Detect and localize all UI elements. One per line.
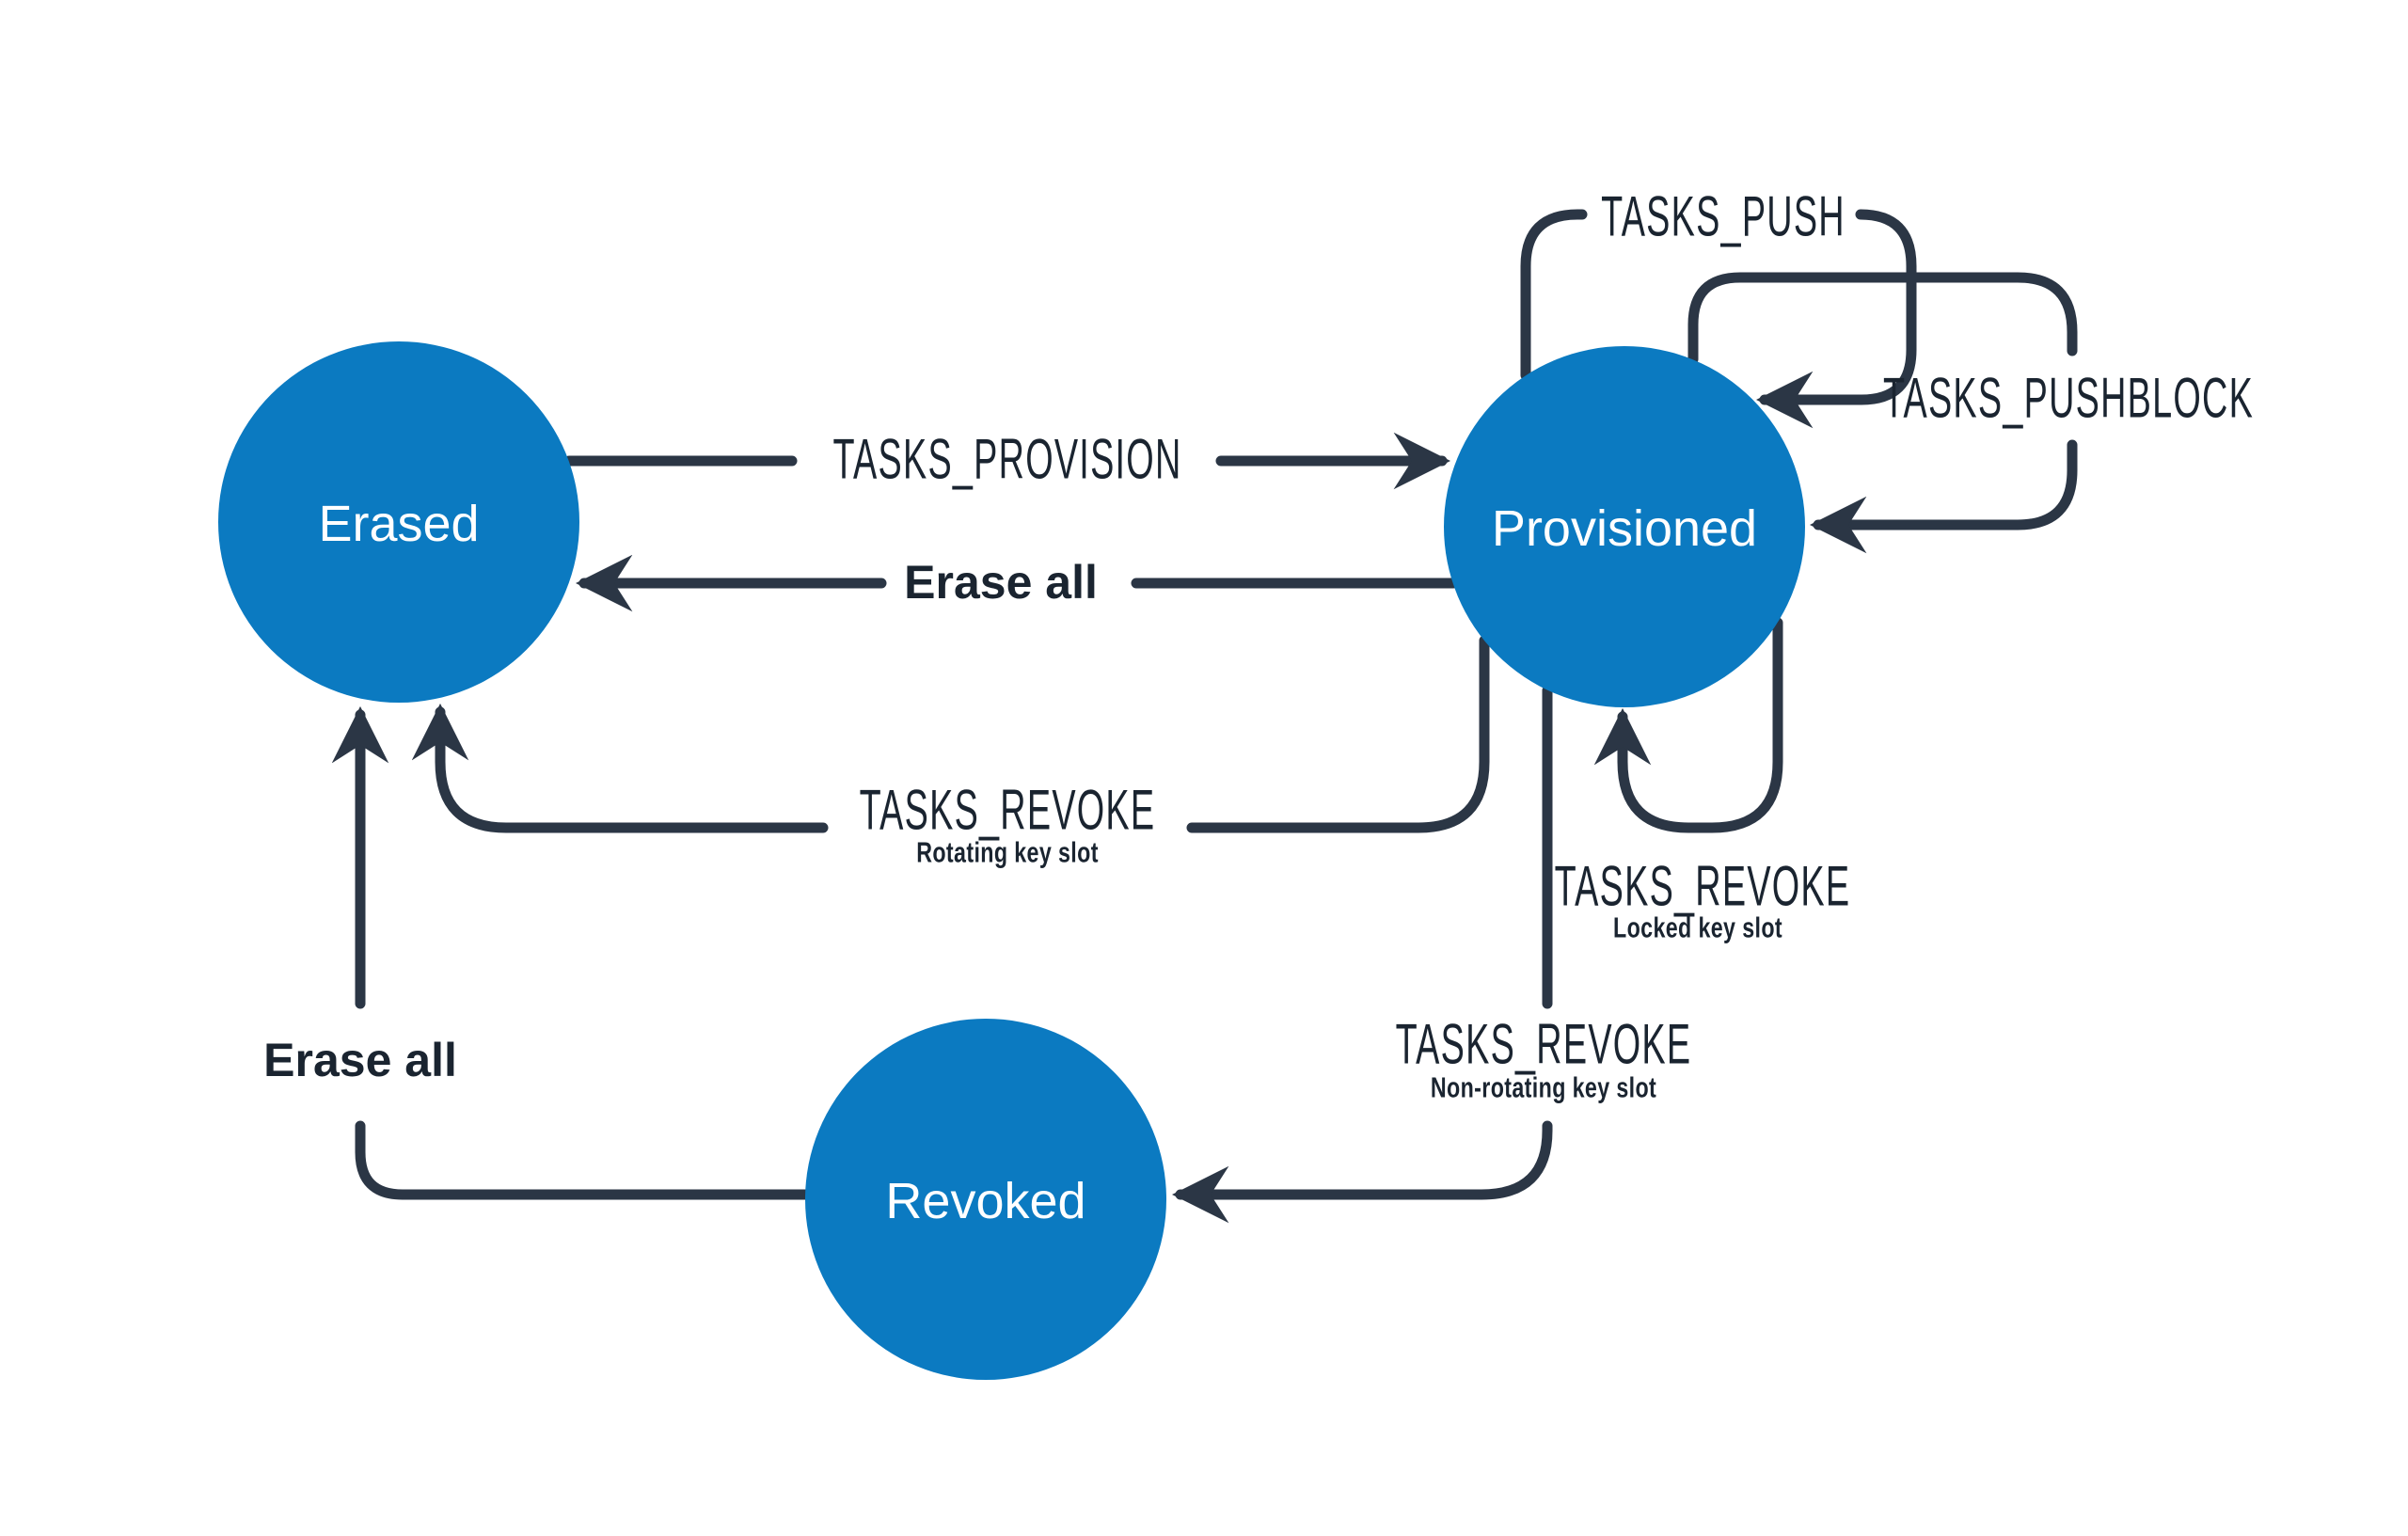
transition-erase-all-left <box>331 705 811 1200</box>
state-circle-provisioned <box>1444 346 1805 707</box>
transition-tasks-push-line-arrow <box>1755 209 1917 429</box>
transition-tasks-pushblock-line-arrow <box>1809 439 2078 554</box>
transition-tasks-pushblock-line-top <box>1687 272 2078 365</box>
state-node-erased: Erased <box>218 341 579 703</box>
transition-label-tasks-revoke-nonrotating: TASKS_REVOKE <box>1396 1012 1692 1075</box>
state-label-revoked: Revoked <box>885 1173 1085 1229</box>
state-node-revoked: Revoked <box>805 1019 1166 1380</box>
state-node-provisioned: Provisioned <box>1444 346 1805 707</box>
state-label-provisioned: Provisioned <box>1492 500 1757 557</box>
state-circle-revoked <box>805 1019 1166 1380</box>
transition-sublabel-rotating-key-slot: Rotating key slot <box>916 835 1099 868</box>
state-circle-erased <box>218 341 579 703</box>
transition-label-erase-all-top: Erase all <box>904 556 1098 609</box>
transition-erase-all-left-line-bottom <box>355 1120 811 1200</box>
transition-tasks-revoke-nonrotating-line-arrow <box>1171 1120 1553 1224</box>
state-label-erased: Erased <box>318 496 479 552</box>
transition-tasks-revoke-nonrotating <box>1171 685 1553 1224</box>
transition-tasks-revoke-locked-line <box>1593 617 1783 833</box>
transition-label-erase-all-left: Erase all <box>263 1034 457 1086</box>
transition-label-tasks-pushblock: TASKS_PUSHBLOCK <box>1883 366 2254 429</box>
transition-tasks-revoke-rotating-line-right <box>1186 635 1490 833</box>
transition-sublabel-locked-key-slot: Locked key slot <box>1613 911 1782 943</box>
transition-tasks-push <box>1520 209 1917 429</box>
transition-tasks-pushblock <box>1687 272 2078 554</box>
transition-label-tasks-revoke-locked: TASKS_REVOKE <box>1555 854 1851 917</box>
transition-tasks-revoke-locked <box>1593 617 1783 833</box>
transition-tasks-revoke-rotating <box>411 635 1490 833</box>
transition-label-tasks-revoke-rotating: TASKS_REVOKE <box>860 778 1156 841</box>
transition-label-tasks-provision: TASKS_PROVISION <box>833 427 1182 490</box>
transition-tasks-revoke-rotating-line-arrow <box>411 703 829 833</box>
transition-sublabel-non-rotating-key-slot: Non-rotating key slot <box>1431 1070 1656 1103</box>
transition-label-tasks-push: TASKS_PUSH <box>1601 184 1846 247</box>
transition-tasks-push-line-left <box>1520 209 1588 381</box>
